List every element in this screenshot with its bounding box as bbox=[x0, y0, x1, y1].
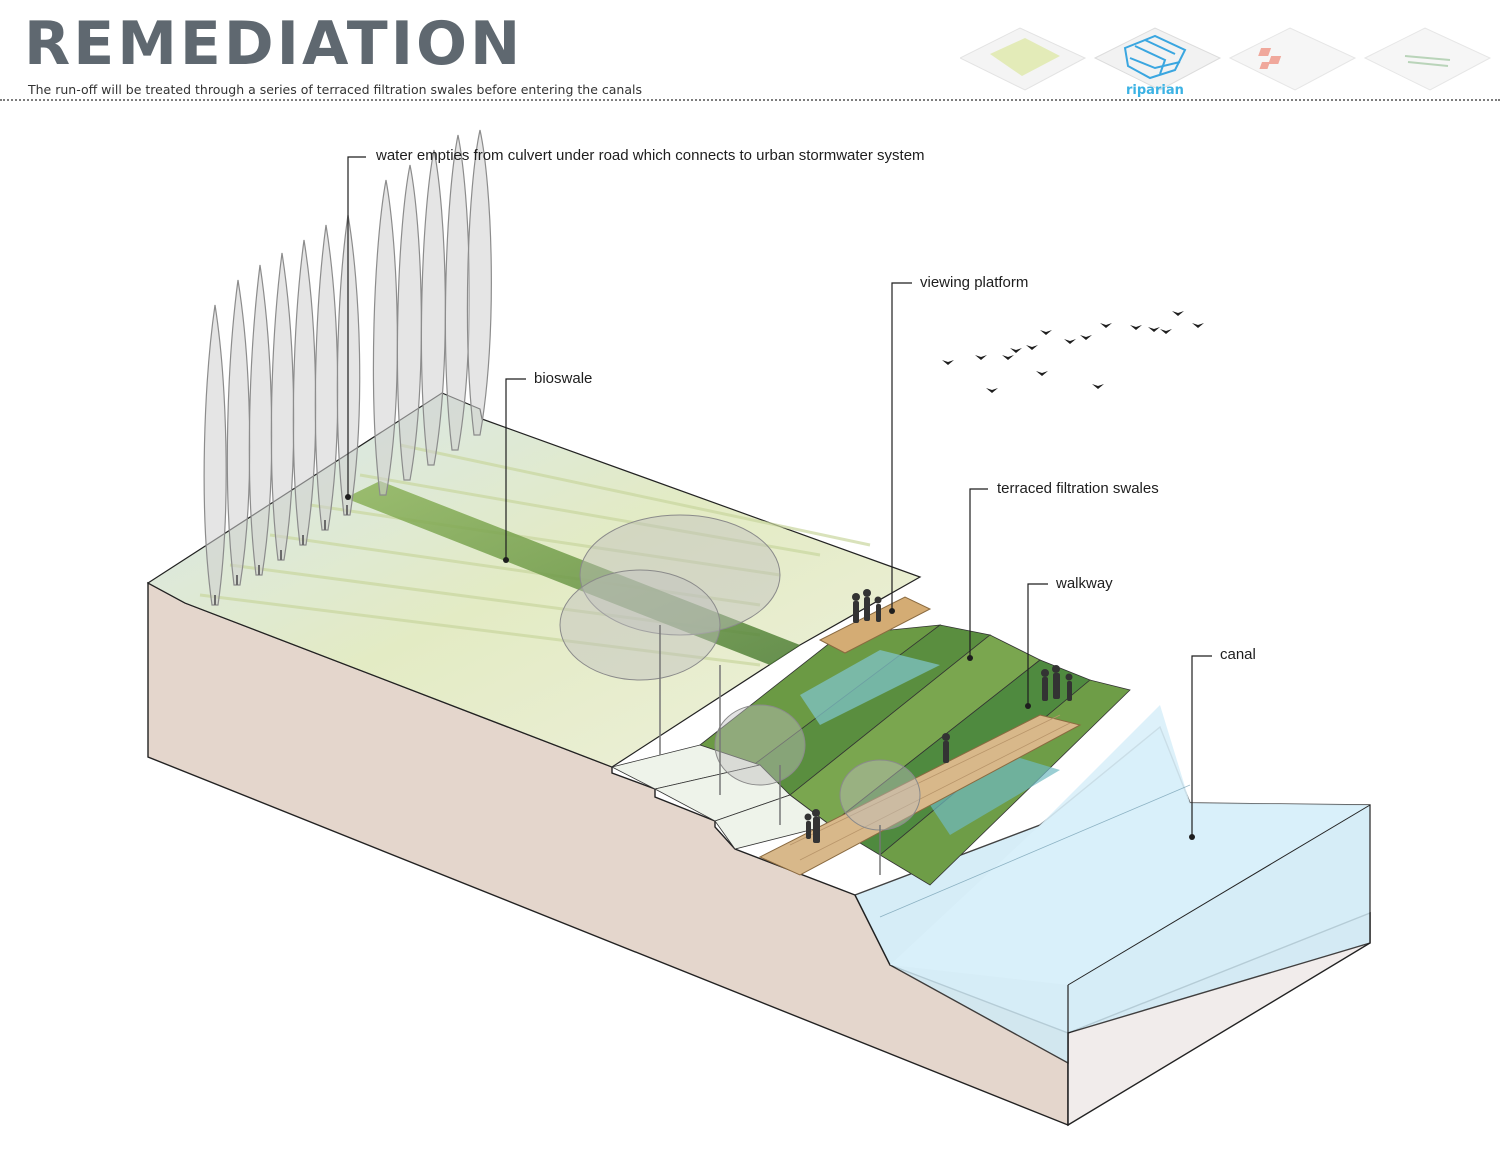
callout-walkway: walkway bbox=[1056, 575, 1113, 592]
page-title: REMEDIATION bbox=[24, 9, 524, 79]
dotted-divider bbox=[0, 99, 1500, 101]
callout-culvert: water empties from culvert under road wh… bbox=[376, 147, 925, 164]
callout-canal: canal bbox=[1220, 646, 1256, 663]
birds bbox=[942, 311, 1204, 393]
section-diagram bbox=[146, 129, 1371, 1127]
callout-terraced-swales: terraced filtration swales bbox=[997, 480, 1159, 497]
canal-water-top bbox=[890, 705, 1370, 985]
callout-leaders bbox=[347, 156, 1212, 837]
page-subtitle: The run-off will be treated through a se… bbox=[28, 82, 642, 97]
poplar-trunks bbox=[214, 505, 348, 605]
thumbnail-4[interactable] bbox=[1363, 27, 1492, 91]
terrace-steps bbox=[610, 744, 831, 850]
thumbnail-1[interactable] bbox=[960, 27, 1087, 91]
callout-bioswale: bioswale bbox=[534, 370, 593, 387]
thumbnail-3[interactable] bbox=[1228, 27, 1357, 91]
callout-viewing-platform: viewing platform bbox=[920, 274, 1029, 291]
bioswale-strip bbox=[345, 481, 800, 665]
people-silhouettes bbox=[804, 589, 1073, 843]
phase-thumbnails bbox=[960, 27, 1492, 91]
thumbnail-active-label: riparian bbox=[1126, 83, 1184, 98]
poplar-trees bbox=[203, 129, 492, 606]
thumbnail-2-riparian[interactable] bbox=[1093, 27, 1222, 91]
deciduous-trees bbox=[559, 514, 921, 831]
callout-dots bbox=[345, 494, 1195, 840]
